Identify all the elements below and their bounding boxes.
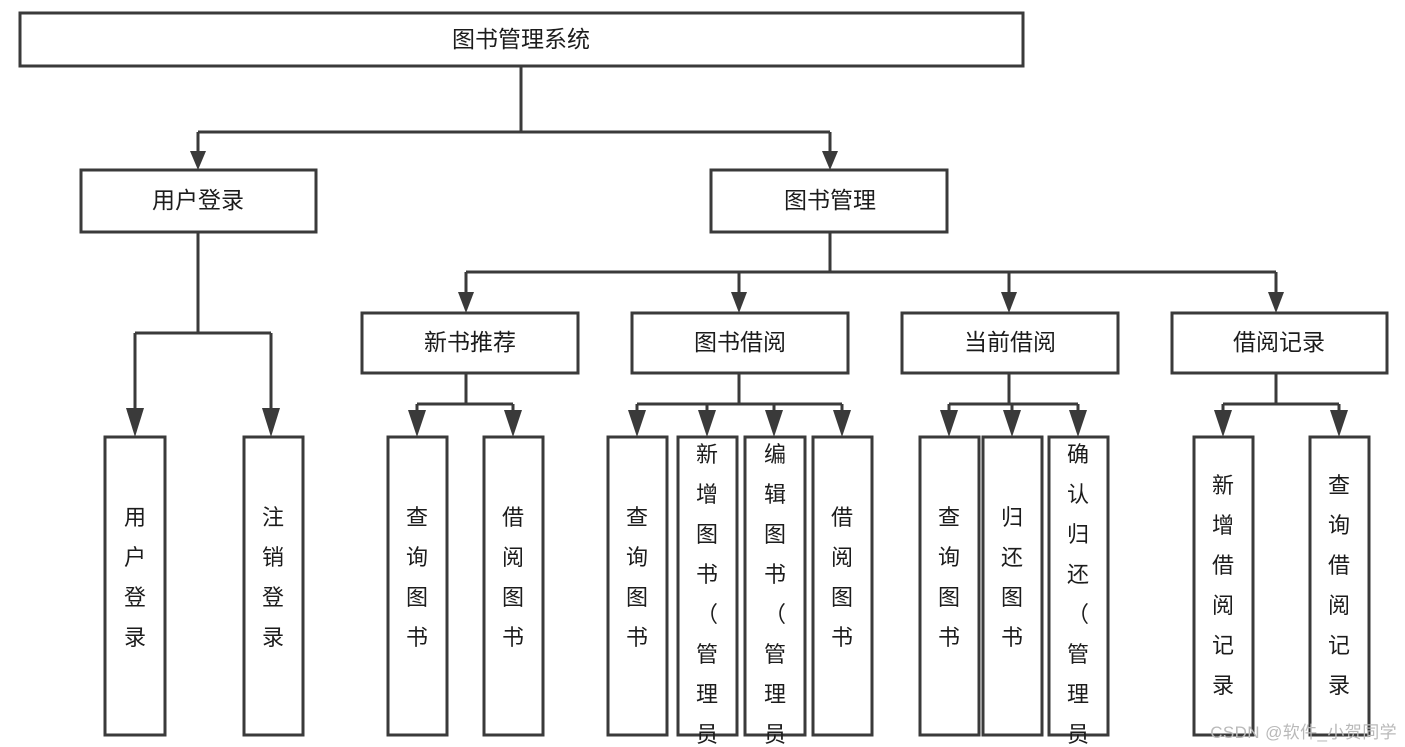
arrow-head-leaf-confirm-return xyxy=(1069,410,1087,437)
arrow-head-user-login xyxy=(190,151,206,170)
node-borrow-record-label: 借阅记录 xyxy=(1233,329,1325,355)
connector-layer xyxy=(126,66,1348,437)
node-book-manage[interactable]: 图书管理 xyxy=(709,168,949,234)
csdn-watermark: CSDN @软件_小贺同学 xyxy=(1210,723,1397,742)
node-leaf-query-book-2[interactable]: 查询图书 xyxy=(606,435,669,737)
node-book-manage-label: 图书管理 xyxy=(784,187,876,213)
arrow-head-leaf-borrow-book-2 xyxy=(833,410,851,437)
node-leaf-query-record-box[interactable] xyxy=(1308,435,1371,737)
node-book-manage-box[interactable] xyxy=(709,168,949,234)
arrow-head-leaf-borrow-book-1 xyxy=(504,410,522,437)
node-root-box[interactable] xyxy=(18,11,1025,68)
node-leaf-user-login[interactable]: 用户登录 xyxy=(103,435,167,737)
arrow-head-leaf-query-book-3 xyxy=(940,410,958,437)
node-leaf-query-record-label: 查询借阅记录 xyxy=(1328,473,1350,698)
node-leaf-confirm-return[interactable]: 确认归还（管理员） xyxy=(1047,435,1110,747)
arrow-head-borrow-record xyxy=(1268,292,1284,313)
node-root[interactable]: 图书管理系统 xyxy=(18,11,1025,68)
node-root-label: 图书管理系统 xyxy=(452,26,590,52)
node-leaf-query-book-1-box[interactable] xyxy=(386,435,449,737)
node-leaf-return-book[interactable]: 归还图书 xyxy=(981,435,1044,737)
node-leaf-edit-book-label: 编辑图书（管理员） xyxy=(764,442,786,747)
arrow-head-leaf-user-login xyxy=(126,408,144,437)
node-leaf-borrow-book-2[interactable]: 借阅图书 xyxy=(811,435,874,737)
node-leaf-query-book-2-label: 查询图书 xyxy=(626,505,648,650)
node-leaf-return-book-label: 归还图书 xyxy=(1001,505,1023,650)
node-user-login-box[interactable] xyxy=(79,168,318,234)
node-current-borrow-label: 当前借阅 xyxy=(964,329,1056,355)
node-borrow-record-box[interactable] xyxy=(1170,311,1389,375)
node-leaf-user-login-label: 用户登录 xyxy=(124,505,146,650)
node-new-book-recommend-label: 新书推荐 xyxy=(424,329,516,355)
node-leaf-add-book[interactable]: 新增图书（管理员） xyxy=(676,435,739,747)
node-leaf-query-book-3[interactable]: 查询图书 xyxy=(918,435,981,737)
node-user-login-label: 用户登录 xyxy=(152,187,244,213)
node-leaf-borrow-book-2-label: 借阅图书 xyxy=(831,505,853,650)
node-leaf-borrow-book-1[interactable]: 借阅图书 xyxy=(482,435,545,737)
node-leaf-add-book-label: 新增图书（管理员） xyxy=(696,442,718,747)
node-leaf-query-book-3-box[interactable] xyxy=(918,435,981,737)
node-leaf-query-book-3-label: 查询图书 xyxy=(938,505,960,650)
node-leaf-logout-login-box[interactable] xyxy=(242,435,305,737)
arrow-head-leaf-query-book-2 xyxy=(628,410,646,437)
arrow-head-leaf-return-book xyxy=(1003,410,1021,437)
node-leaf-query-book-1-label: 查询图书 xyxy=(406,505,428,650)
arrow-head-leaf-edit-book xyxy=(765,410,783,437)
node-current-borrow-box[interactable] xyxy=(900,311,1120,375)
node-leaf-edit-book-box[interactable] xyxy=(743,435,807,737)
node-leaf-edit-book[interactable]: 编辑图书（管理员） xyxy=(743,435,807,747)
node-new-book-recommend-box[interactable] xyxy=(360,311,580,375)
node-current-borrow[interactable]: 当前借阅 xyxy=(900,311,1120,375)
arrow-head-leaf-logout-login xyxy=(262,408,280,437)
node-leaf-query-book-2-box[interactable] xyxy=(606,435,669,737)
arrow-head-book-manage xyxy=(822,151,838,170)
node-leaf-add-record-label: 新增借阅记录 xyxy=(1212,473,1234,698)
node-new-book-recommend[interactable]: 新书推荐 xyxy=(360,311,580,375)
node-leaf-query-record[interactable]: 查询借阅记录 xyxy=(1308,435,1371,737)
node-leaf-confirm-return-box[interactable] xyxy=(1047,435,1110,737)
node-leaf-logout-login[interactable]: 注销登录 xyxy=(242,435,305,737)
arrow-head-leaf-add-record xyxy=(1214,410,1232,437)
node-book-borrow-box[interactable] xyxy=(630,311,850,375)
arrow-head-current-borrow xyxy=(1001,292,1017,313)
node-leaf-return-book-box[interactable] xyxy=(981,435,1044,737)
node-leaf-user-login-box[interactable] xyxy=(103,435,167,737)
node-leaf-query-book-1[interactable]: 查询图书 xyxy=(386,435,449,737)
node-user-login[interactable]: 用户登录 xyxy=(79,168,318,234)
node-book-borrow[interactable]: 图书借阅 xyxy=(630,311,850,375)
node-leaf-logout-login-label: 注销登录 xyxy=(262,505,284,650)
arrow-head-new-book-recommend xyxy=(458,292,474,313)
node-leaf-borrow-book-2-box[interactable] xyxy=(811,435,874,737)
node-book-borrow-label: 图书借阅 xyxy=(694,329,786,355)
node-leaf-confirm-return-label: 确认归还（管理员） xyxy=(1067,442,1089,747)
node-leaf-add-record-box[interactable] xyxy=(1192,435,1255,737)
arrow-head-book-borrow xyxy=(731,292,747,313)
node-leaf-borrow-book-1-label: 借阅图书 xyxy=(502,505,524,650)
node-leaf-borrow-book-1-box[interactable] xyxy=(482,435,545,737)
node-leaf-add-record[interactable]: 新增借阅记录 xyxy=(1192,435,1255,737)
node-borrow-record[interactable]: 借阅记录 xyxy=(1170,311,1389,375)
arrow-head-leaf-query-record xyxy=(1330,410,1348,437)
arrow-head-leaf-add-book xyxy=(698,410,716,437)
arrow-head-leaf-query-book-1 xyxy=(408,410,426,437)
node-leaf-add-book-box[interactable] xyxy=(676,435,739,737)
